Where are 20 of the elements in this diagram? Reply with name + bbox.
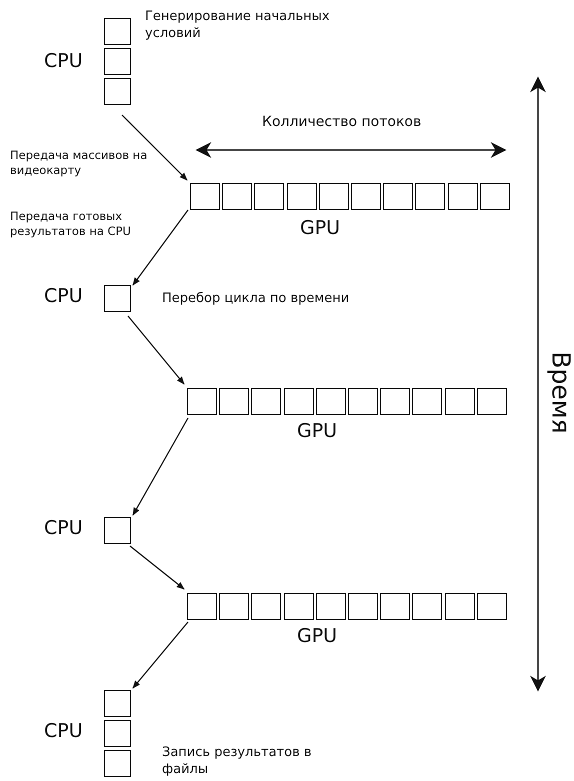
arrow xyxy=(130,546,185,590)
processor-label: CPU xyxy=(44,285,83,307)
processor-label: CPU xyxy=(44,517,83,539)
axis-label: Время xyxy=(546,351,574,434)
arrow xyxy=(128,316,184,385)
processor-label: GPU xyxy=(297,420,338,442)
step-description: Генерирование начальных условий xyxy=(145,8,331,42)
processor-label: GPU xyxy=(297,625,338,647)
arrow xyxy=(122,114,188,181)
processor-label: CPU xyxy=(44,720,83,742)
step-description: Запись результатов в файлы xyxy=(162,744,312,778)
arrow xyxy=(132,418,189,516)
edge-label: Передача массивов на видеокарту xyxy=(10,148,148,178)
step-description: Перебор цикла по времени xyxy=(162,290,350,307)
arrow xyxy=(132,622,188,689)
edge-label: Передача готовых результатов на CPU xyxy=(10,209,132,239)
axis-label: Колличество потоков xyxy=(262,114,422,130)
processor-label: CPU xyxy=(44,50,83,72)
arrow xyxy=(132,210,188,286)
processor-label: GPU xyxy=(300,217,340,239)
